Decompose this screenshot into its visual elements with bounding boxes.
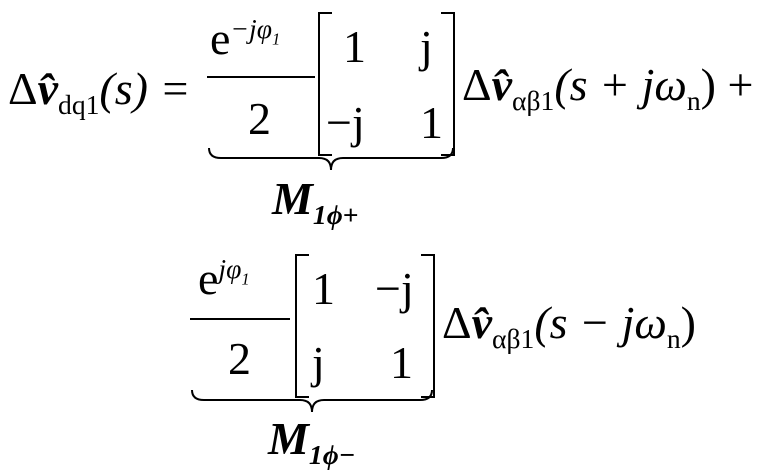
term2-underbrace [191, 389, 433, 413]
term2-rhs: Δv̂αβ1(s − jωn) [442, 297, 696, 353]
delta-symbol: Δ [462, 59, 492, 110]
lhs-subscript: dq1 [58, 89, 100, 121]
term2-numerator: ejφ1 [198, 252, 250, 304]
rhs-argument: (s − jω [534, 297, 667, 348]
term2-denominator: 2 [228, 333, 251, 384]
matrix-entry: −j [375, 263, 414, 314]
delta-symbol: Δ [442, 297, 472, 348]
matrix-name: M [268, 413, 309, 464]
exp-base: e [210, 13, 231, 64]
lhs-argument: (s) = [99, 63, 191, 114]
exp-base: e [198, 253, 219, 304]
term2-matrix-right-bracket [421, 254, 435, 398]
rhs-close: ) [680, 297, 696, 348]
omega-subscript: n [686, 85, 701, 117]
term1-fraction-line [207, 76, 315, 78]
rhs-subscript: αβ1 [492, 323, 535, 355]
matrix-name-sub: 1ϕ+ [312, 199, 359, 231]
matrix-entry: 1 [420, 97, 443, 148]
term1-matrix-right-bracket [441, 12, 455, 156]
exp-power-sub: 1 [271, 29, 281, 49]
rhs-subscript: αβ1 [512, 85, 555, 117]
matrix-entry: j [312, 337, 325, 388]
term1-brace-label: M1ϕ+ [272, 173, 358, 229]
matrix-entry: −j [326, 97, 365, 148]
matrix-name-sub: 1ϕ− [308, 439, 356, 470]
exp-power-sub: 1 [241, 269, 250, 289]
voltage-variable: v̂ [37, 63, 59, 114]
term1-denominator: 2 [248, 93, 271, 144]
term1-underbrace [208, 147, 454, 171]
term2-fraction-line [190, 318, 290, 320]
matrix-entry: 1 [343, 21, 366, 72]
rhs-argument: (s + jω [554, 59, 687, 110]
exp-power: jφ [218, 252, 242, 284]
term1-matrix-left-bracket [318, 12, 332, 156]
omega-subscript: n [666, 323, 681, 355]
term1-numerator: e−jφ1 [210, 12, 281, 64]
voltage-variable: v̂ [471, 297, 493, 348]
matrix-entry: 1 [312, 263, 335, 314]
term2-matrix-left-bracket [295, 254, 309, 398]
term1-rhs: Δv̂αβ1(s + jωn) + [462, 59, 754, 115]
exp-power: −jφ [230, 12, 272, 44]
matrix-entry: j [420, 21, 433, 72]
term2-brace-label: M1ϕ− [268, 413, 355, 469]
rhs-close: ) + [700, 59, 754, 110]
lhs: Δv̂dq1(s) = [8, 63, 191, 119]
delta-symbol: Δ [8, 63, 38, 114]
matrix-name: M [272, 173, 313, 224]
matrix-entry: 1 [390, 337, 413, 388]
voltage-variable: v̂ [491, 59, 513, 110]
